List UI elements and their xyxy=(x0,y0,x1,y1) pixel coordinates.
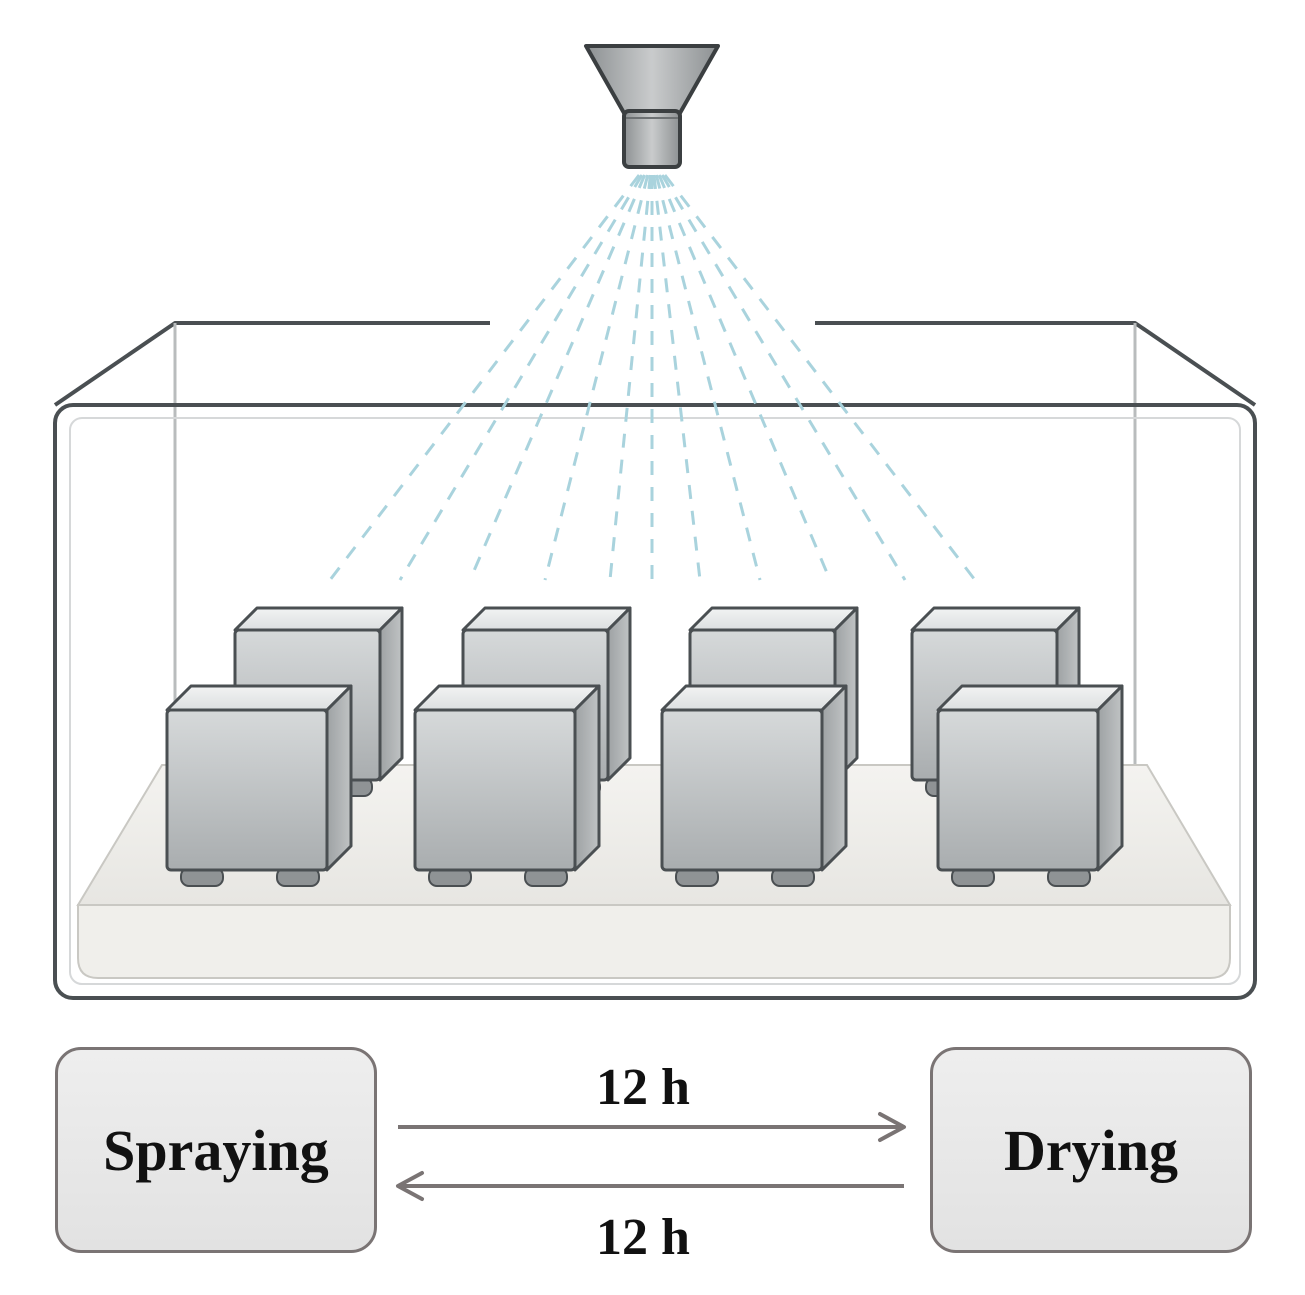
chamber-top-outline xyxy=(53,321,1257,407)
cycle-arrows xyxy=(396,1112,906,1201)
chamber-inner-glass xyxy=(69,417,1241,985)
specimen-cube xyxy=(936,684,1124,887)
return-duration-label: 12 h xyxy=(596,1209,690,1266)
spraying-state-box: Spraying xyxy=(55,1047,377,1253)
spray-line xyxy=(652,174,702,581)
forward-duration-label: 12 h xyxy=(596,1059,690,1116)
spray-line xyxy=(654,174,762,581)
spray-line xyxy=(398,174,644,581)
arrow-spraying-to-drying xyxy=(398,1112,906,1142)
spray-line xyxy=(543,174,650,581)
spray-nozzle-icon xyxy=(584,44,720,169)
salt-spray-chamber-illustration xyxy=(53,44,1257,1000)
chamber-box xyxy=(53,321,1257,1000)
spray-line xyxy=(608,174,652,581)
specimen-group xyxy=(165,606,1124,887)
specimen-cube xyxy=(660,684,848,887)
specimen-cube xyxy=(413,684,601,887)
chamber-front-face xyxy=(53,403,1257,1000)
spraying-label: Spraying xyxy=(103,1117,329,1183)
tray-front xyxy=(77,904,1231,979)
spray-line xyxy=(468,174,647,581)
spray-line xyxy=(660,174,907,581)
drying-state-box: Drying xyxy=(930,1047,1252,1253)
spray-mist xyxy=(328,174,977,581)
spray-line xyxy=(657,174,832,581)
spray-line xyxy=(663,174,977,581)
specimen-cube xyxy=(165,684,353,887)
spray-line xyxy=(328,174,641,581)
drying-label: Drying xyxy=(1004,1117,1178,1183)
arrow-drying-to-spraying xyxy=(396,1171,904,1201)
